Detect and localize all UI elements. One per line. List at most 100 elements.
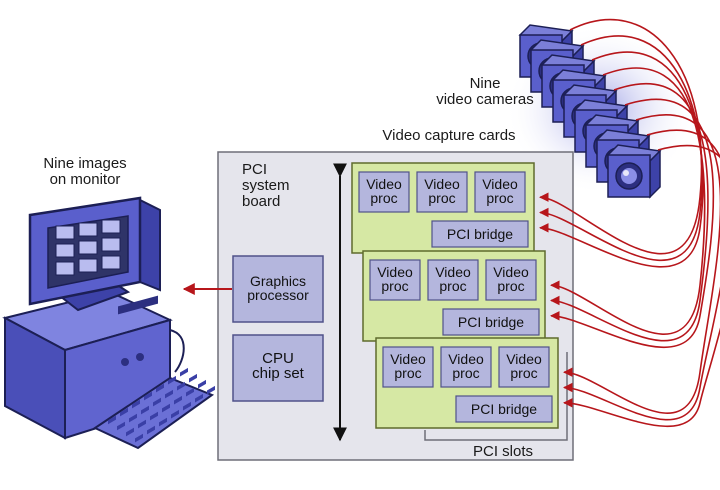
cpu-label: CPU chip set [233,351,323,381]
video-processor [369,259,421,301]
board-label: PCI system board [242,162,312,209]
keyboard-key [156,383,164,393]
cameras-label-line2: video cameras [436,90,534,108]
video-processor [358,171,410,213]
keyboard-key [108,415,116,425]
pci-bridge [455,395,553,423]
graphics-processor [232,255,324,323]
screen-thumbnail [78,222,98,237]
board-label-line1: PCI [242,161,268,178]
board-label-line2: system [242,176,290,194]
capture-card [351,162,535,254]
screen-thumbnail [101,219,121,234]
video-processor-label-line: proc [439,278,467,294]
video-processor [427,259,479,301]
signal-cable [550,98,715,348]
graphics-label: Graphics processor [233,274,323,302]
pci-bridge [431,220,529,248]
video-processor-label-line: proc [497,278,525,294]
keyboard-key [159,417,167,427]
pci-bridge-label: PCI bridge [470,401,538,417]
screen-thumbnail [55,225,75,240]
video-processor-label-line: Video [390,351,426,367]
keyboard-key [144,391,152,401]
keyboard-key [162,403,170,413]
cpu-label-line1: CPU [262,350,294,367]
video-cameras [518,24,662,199]
monitor-body-side [139,198,161,292]
video-processor-label-line: Video [435,264,471,280]
video-processor [382,346,434,388]
video-processor-label-line: Video [506,351,542,367]
keyboard-key [168,375,176,385]
keyboard-key [153,397,161,407]
video-processor [474,171,526,213]
keyboard-key [195,393,203,403]
video-processor [485,259,537,301]
video-processor-label-line: Video [366,176,402,192]
keyboard-key [147,425,155,435]
video-processor-label-line: proc [370,190,398,206]
drive-slot [118,295,158,315]
video-processor [416,171,468,213]
signal-cable [550,82,709,342]
screen-thumbnail [78,258,98,273]
signal-cable [539,18,703,255]
keyboard-keys [108,367,215,443]
signal-cable [563,144,720,427]
screen-thumbnail [55,261,75,276]
screen-thumbnail [101,255,121,270]
computer-illustration [2,196,215,450]
keyboard-key [189,373,197,383]
cameras-label: Nine video cameras [425,76,545,108]
power-button-2 [136,353,144,361]
keyboard-key [186,387,194,397]
screen-thumbnail [101,237,121,252]
monitor-label: Nine images on monitor [20,156,150,188]
power-button [121,358,129,366]
keyboard-key [171,409,179,419]
keyboard-cable [169,329,185,373]
video-processor-label-line: proc [452,365,480,381]
signal-cables [539,18,720,427]
pci-bridge [442,308,540,336]
screen-thumbnail [78,240,98,255]
screen-thumbnails [55,219,121,276]
monitor-label-line2: on monitor [49,170,121,188]
capture-card [362,250,546,342]
capture-cards [351,162,559,429]
cpu-label-line2: chip set [252,365,304,382]
cpu-chipset [232,334,324,402]
pci-slots-label: PCI slots [472,443,533,460]
keyboard-key [135,433,143,443]
keyboard-key [138,419,146,429]
capture-cards-label: Video capture cards [382,127,516,144]
keyboard-key [126,427,134,437]
keyboard-key [183,401,191,411]
video-processor-label-line: proc [428,190,456,206]
monitor-label-line1: Nine images [43,155,127,172]
keyboard-key [180,367,188,377]
keyboard [92,376,215,450]
signal-cable [563,114,720,414]
pci-bridge-label: PCI bridge [457,314,525,330]
video-processor-label-line: Video [493,264,529,280]
keyboard-key [141,405,149,415]
video-processor [498,346,550,388]
pci-bridge-label: PCI bridge [446,226,514,242]
screen-thumbnail [55,243,75,258]
signal-cable [563,129,720,421]
video-processor-label-line: Video [482,176,518,192]
keyboard-key [132,399,140,409]
